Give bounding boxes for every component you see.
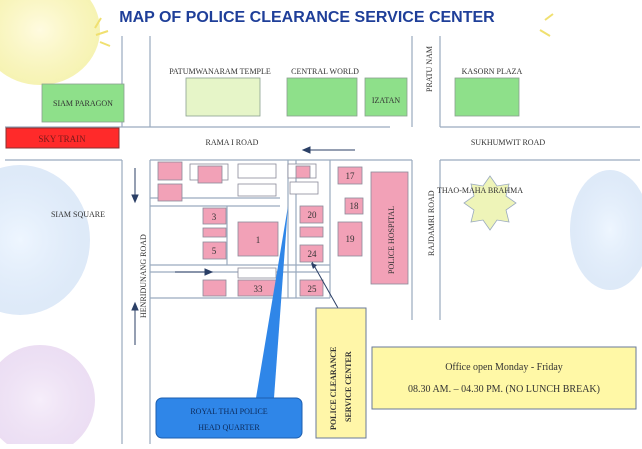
temple-label: PATUMWANARAM TEMPLE (169, 67, 271, 76)
building-number-1: 1 (256, 235, 261, 245)
siam-square-label: SIAM SQUARE (51, 210, 105, 219)
traffic-arrows (131, 146, 355, 345)
office-hours-box (371, 346, 637, 410)
page-title: MAP OF POLICE CLEARANCE SERVICE CENTER (119, 9, 495, 26)
clearance-label-line2: SERVICE CENTER (344, 351, 353, 422)
building-number-5: 5 (212, 246, 217, 256)
central-world-label: CENTRAL WORLD (291, 67, 359, 76)
office-hours-days: Office open Monday - Friday (445, 362, 563, 373)
building-number-24: 24 (308, 249, 318, 259)
building-number-18: 18 (350, 201, 360, 211)
building-number-19: 19 (346, 234, 356, 244)
rajdamri-road-label: RAJDAMRI ROAD (427, 190, 436, 256)
arrow-left-icon (301, 146, 355, 154)
building-1 (237, 221, 279, 257)
clearance-pointer-line (311, 261, 339, 309)
central-world-building (286, 77, 358, 117)
hq-label-line1: ROYAL THAI POLICE (190, 407, 267, 416)
clearance-center-label-box (315, 307, 367, 439)
rama-i-road-label: RAMA I ROAD (206, 138, 259, 147)
building-18 (344, 197, 364, 215)
kasorn-plaza-label: KASORN PLAZA (462, 67, 523, 76)
clearance-label-line1: POLICE CLEARANCE (329, 347, 338, 430)
police-hospital-building (370, 171, 409, 285)
building-5 (202, 241, 227, 260)
patumwanaram-temple (185, 77, 261, 117)
arrow-right-icon (175, 268, 214, 276)
building-24 (299, 244, 324, 263)
skytrain-bar (5, 127, 120, 149)
shrine-star-icon (463, 175, 517, 231)
izatan-building (364, 77, 408, 117)
police-compound (157, 161, 364, 297)
thao-maha-brahma-label: THAO-MAHA BRAHMA (437, 186, 523, 195)
police-hospital-label: POLICE HOSPITAL (387, 206, 396, 274)
building-25 (299, 279, 324, 297)
building-3 (202, 207, 227, 225)
building-19 (337, 221, 363, 257)
office-hours-time: 08.30 AM. – 04.30 PM. (NO LUNCH BREAK) (408, 384, 600, 395)
building-number-17: 17 (346, 171, 356, 181)
building-17 (337, 166, 363, 185)
siam-paragon-label: SIAM PARAGON (53, 99, 113, 108)
arrow-up-icon (131, 301, 139, 345)
pratu-nam-label: PRATU NAM (425, 46, 434, 92)
building-number-20: 20 (308, 210, 318, 220)
izatan-label: IZATAN (372, 96, 400, 105)
building-number-3: 3 (212, 212, 217, 222)
hq-callout (155, 397, 303, 439)
henridunang-road-label: HENRIDUNANG ROAD (139, 234, 148, 318)
building-number-33: 33 (254, 284, 264, 294)
hq-callout-pointer (256, 206, 288, 398)
building-20 (299, 205, 324, 224)
arrow-down-icon (131, 168, 139, 204)
siam-paragon-building (41, 83, 125, 123)
skytrain-label: SKY TRAIN (38, 134, 86, 144)
clearance-pointer-arrow-icon (311, 263, 317, 269)
sukhumwit-road-label: SUKHUMWIT ROAD (471, 138, 546, 147)
hq-label-line2: HEAD QUARTER (198, 423, 260, 432)
building-number-25: 25 (308, 284, 318, 294)
kasorn-plaza-building (454, 77, 520, 117)
